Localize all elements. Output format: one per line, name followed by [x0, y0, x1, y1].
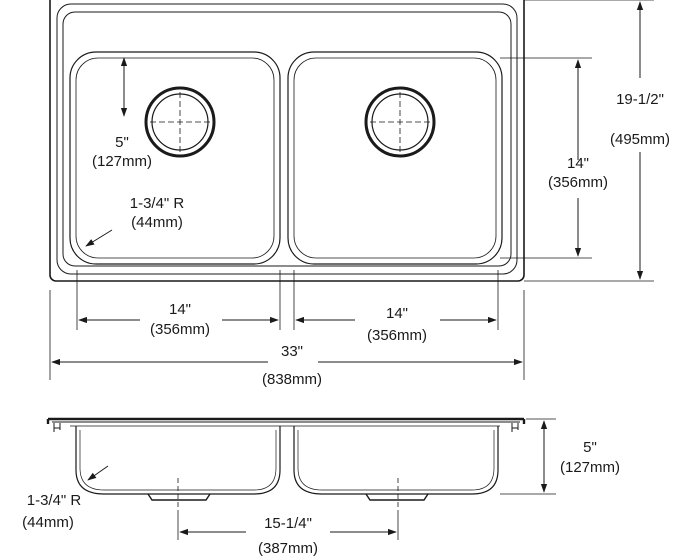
side-depth-imperial: 5" — [583, 439, 597, 456]
sink-rim-inner-edge — [56, 3, 518, 275]
corner-radius-metric: (44mm) — [131, 214, 183, 231]
right-bowl-inner-outline — [293, 57, 497, 259]
left-bowl-profile — [75, 426, 281, 495]
right-drain-profile — [365, 493, 429, 501]
bowl-length-imperial: 14" — [567, 155, 589, 172]
corner-radius-imperial: 1-3/4" R — [130, 195, 185, 212]
bowl-depth-metric: (127mm) — [92, 153, 152, 170]
sink-outer-rim — [49, 0, 525, 282]
bowl-length-metric: (356mm) — [548, 174, 608, 191]
left-bowl-width-metric: (356mm) — [150, 321, 210, 338]
left-bowl-inner-outline — [75, 57, 275, 259]
side-corner-radius-metric: (44mm) — [22, 514, 74, 531]
side-depth-metric: (127mm) — [560, 459, 620, 476]
right-mounting-clip-icon — [511, 423, 519, 432]
overall-width-imperial: 19-1/2" — [616, 91, 664, 108]
right-bowl-width-metric: (356mm) — [367, 327, 427, 344]
left-bowl-width-imperial: 14" — [169, 301, 191, 318]
left-bowl-outline — [69, 51, 281, 265]
drain-spacing-metric: (387mm) — [258, 540, 318, 557]
top-view — [49, 0, 654, 380]
left-drain-profile — [147, 493, 211, 501]
right-bowl-width-imperial: 14" — [386, 305, 408, 322]
overall-length-imperial: 33" — [281, 343, 303, 360]
right-drain-icon — [364, 86, 436, 158]
right-bowl-outline — [287, 51, 503, 265]
right-bowl-profile — [293, 426, 499, 495]
sink-flange — [46, 417, 526, 424]
bowl-depth-imperial: 5" — [115, 134, 129, 151]
left-mounting-clip-icon — [53, 423, 61, 432]
overall-length-metric: (838mm) — [262, 371, 322, 388]
side-corner-radius-imperial: 1-3/4" R — [27, 492, 82, 509]
sink-deck — [62, 11, 512, 267]
drain-spacing-imperial: 15-1/4" — [264, 515, 312, 532]
left-drain-icon — [144, 86, 216, 158]
overall-width-metric: (495mm) — [610, 131, 670, 148]
side-view — [46, 417, 556, 540]
